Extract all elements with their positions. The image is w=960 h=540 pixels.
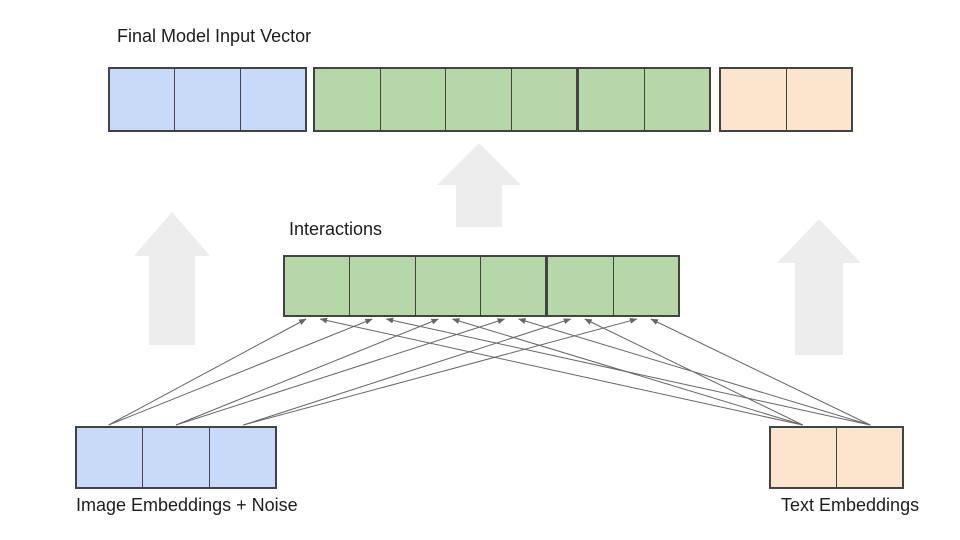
connection-arrow: [175, 318, 439, 426]
final-vector-interactions-segment: [313, 67, 711, 132]
connection-arrow: [319, 317, 803, 426]
text-embeddings-block: [769, 426, 904, 489]
image-embeddings-block: [75, 426, 277, 489]
connection-arrow: [108, 318, 307, 426]
vector-cell: [414, 257, 480, 315]
vector-cell: [208, 428, 275, 487]
vector-cell: [836, 428, 902, 487]
connection-arrow: [243, 317, 638, 426]
final-vector-image-segment: [108, 67, 307, 132]
connection-arrow: [243, 318, 572, 426]
connection-arrow: [108, 318, 373, 426]
vector-cell: [785, 69, 852, 130]
connection-arrow: [584, 318, 803, 426]
connection-arrow: [175, 318, 506, 426]
vector-cell: [349, 257, 414, 315]
vector-cell: [142, 428, 208, 487]
vector-cell: [771, 428, 836, 487]
vector-cell: [239, 69, 305, 130]
vector-cell: [510, 69, 577, 130]
connection-arrow: [451, 318, 803, 426]
text-embeddings-to-final-arrow: [777, 219, 861, 355]
connection-arrow: [650, 318, 871, 426]
final-vector-label: Final Model Input Vector: [117, 26, 312, 46]
vector-cell: [643, 69, 710, 130]
image-embeddings-to-final-arrow: [134, 212, 210, 345]
final-vector-text-segment: [719, 67, 853, 132]
vector-cell: [576, 69, 644, 130]
image-embeddings-label: Image Embeddings + Noise: [76, 495, 298, 515]
vector-cell: [545, 257, 612, 315]
vector-cell: [77, 428, 142, 487]
vector-cell: [315, 69, 380, 130]
vector-cell: [174, 69, 239, 130]
vector-cell: [110, 69, 174, 130]
interactions-label: Interactions: [289, 219, 383, 239]
vector-cell: [285, 257, 349, 315]
vector-cell: [445, 69, 511, 130]
vector-cell: [479, 257, 545, 315]
text-embeddings-label: Text Embeddings: [781, 495, 920, 515]
vector-cell: [721, 69, 786, 130]
vector-cell: [379, 69, 446, 130]
interactions-block: [283, 255, 680, 317]
vector-cell: [612, 257, 678, 315]
interactions-to-final-arrow: [437, 143, 521, 227]
